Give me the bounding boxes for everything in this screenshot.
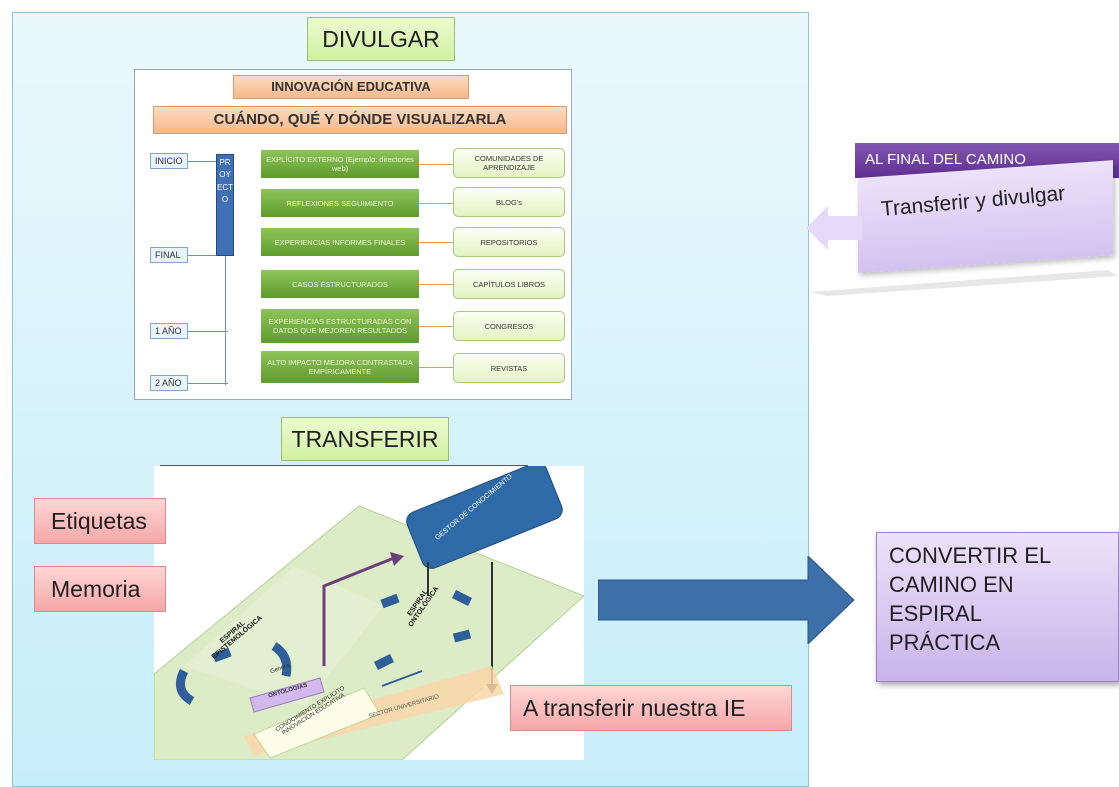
transferir-ie-tag: A transferir nuestra IE — [510, 685, 792, 731]
divulgar-row-left: EXPERIENCIAS INFORMES FINALES — [261, 228, 419, 256]
spiral-arrow-icon — [452, 629, 472, 643]
divulgar-row-right: CONGRESOS — [453, 311, 565, 341]
divulgar-row-left: REFLEXIONES SEGUIMIENTO — [261, 189, 419, 217]
spiral-arrow-icon — [451, 589, 473, 607]
etiquetas-tag: Etiquetas — [34, 498, 166, 544]
spiral-arrow-icon — [373, 653, 395, 671]
row-connector — [419, 326, 455, 327]
shadow-streak — [808, 270, 1118, 296]
timeline-1-ano: 1 AÑO — [150, 323, 188, 339]
spiral-arrow-icon — [212, 647, 232, 663]
proyecto-vertical-label: PROYECTO — [216, 154, 234, 256]
timeline-final: FINAL — [150, 247, 188, 263]
cuando-banner: CUÁNDO, QUÉ Y DÓNDE VISUALIZARLA — [153, 106, 567, 134]
row-connector — [419, 367, 455, 368]
al-final-del-camino-banner: AL FINAL DEL CAMINO — [855, 143, 1119, 178]
divulgar-row-right: CAPÍTULOS LIBROS — [453, 269, 565, 299]
transferir-title: TRANSFERIR — [281, 417, 449, 461]
timeline-inicio: INICIO — [150, 153, 188, 169]
arrow-conocimiento — [381, 670, 423, 687]
divulgar-title: DIVULGAR — [307, 17, 455, 61]
divulgar-row-left: ALTO IMPACTO MEJORA CONTRASTADA EMPÍRICA… — [261, 351, 419, 383]
row-connector — [419, 242, 455, 243]
divulgar-infographic: INNOVACIÓN EDUCATIVA CUÁNDO, QUÉ Y DÓNDE… — [134, 69, 572, 400]
timeline-2-ano: 2 AÑO — [150, 375, 188, 391]
divulgar-row-left: CASOS ESTRUCTURADOS — [261, 270, 419, 298]
divulgar-row-right: BLOG's — [453, 187, 565, 217]
transferir-svg — [153, 462, 585, 761]
memoria-tag: Memoria — [34, 566, 166, 612]
timeline-connector — [188, 383, 228, 384]
innovacion-banner: INNOVACIÓN EDUCATIVA — [233, 75, 469, 99]
divulgar-row-right: REVISTAS — [453, 353, 565, 383]
big-arrow-icon — [598, 556, 855, 644]
timeline-connector — [188, 331, 228, 332]
left-arrow-icon — [806, 206, 862, 250]
row-connector — [419, 203, 455, 204]
conocimiento-box — [253, 687, 381, 759]
divulgar-row-right: COMUNIDADES DE APRENDIZAJE — [453, 148, 565, 178]
divulgar-row-left: EXPLÍCITO EXTERNO (Ejemplo: directories … — [261, 150, 419, 178]
spiral-arrow-icon — [271, 642, 292, 677]
arrow-ontologias-gestor — [322, 556, 395, 666]
spiral-arrow-icon — [380, 593, 400, 609]
inner-plane — [184, 566, 384, 706]
divulgar-row-left: EXPERIENCIAS ESTRUCTURADAS CON DATOS QUE… — [261, 309, 419, 343]
timeline-connector — [188, 161, 228, 162]
row-connector — [419, 164, 455, 165]
divulgar-row-right: REPOSITORIOS — [453, 227, 565, 257]
gestor-box — [406, 462, 563, 569]
row-connector — [419, 284, 455, 285]
ontologias-box — [249, 677, 325, 713]
spiral-arrow-icon — [175, 668, 195, 705]
convertir-camino-box: CONVERTIR EL CAMINO EN ESPIRAL PRÁCTICA — [876, 532, 1119, 682]
arrow-head — [390, 552, 404, 566]
timeline-connector — [188, 255, 228, 256]
timeline-axis — [225, 155, 226, 385]
